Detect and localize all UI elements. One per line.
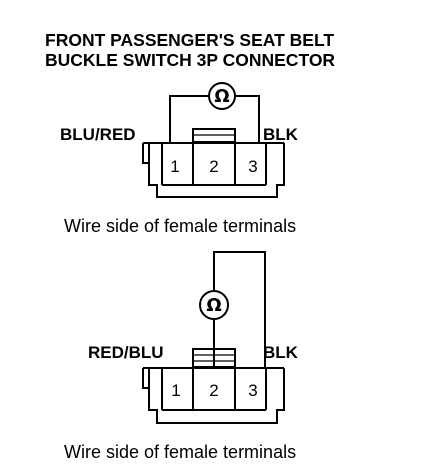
ohm-symbol-2: Ω xyxy=(206,295,221,316)
connector-diagram-1 xyxy=(142,82,285,198)
pin-label-1-2: 2 xyxy=(209,157,218,176)
caption-1: Wire side of female terminals xyxy=(64,216,296,236)
pin-label-1-3: 3 xyxy=(248,157,257,176)
caption-2: Wire side of female terminals xyxy=(64,442,296,462)
ohmmeter-icon xyxy=(208,82,236,110)
ohmmeter-icon-2 xyxy=(199,290,229,320)
pin-label-1-1: 1 xyxy=(170,157,179,176)
pin-label-2-3: 3 xyxy=(248,381,257,400)
pin-label-2-1: 1 xyxy=(171,381,180,400)
meter-leads-1 xyxy=(169,95,260,142)
wire-label-right-1: BLK xyxy=(263,125,299,144)
pin-label-2-2: 2 xyxy=(209,381,218,400)
ohm-symbol-1: Ω xyxy=(214,86,229,107)
title-line-1: FRONT PASSENGER'S SEAT BELT xyxy=(45,30,334,50)
connector-housing-2 xyxy=(142,367,285,424)
connector-housing-1 xyxy=(142,142,285,198)
wire-label-left-1: BLU/RED xyxy=(60,125,136,144)
wire-label-left-2: RED/BLU xyxy=(88,343,164,362)
wire-label-right-2: BLK xyxy=(263,343,299,362)
title-line-2: BUCKLE SWITCH 3P CONNECTOR xyxy=(45,50,335,70)
connector-diagram-2 xyxy=(142,251,285,424)
